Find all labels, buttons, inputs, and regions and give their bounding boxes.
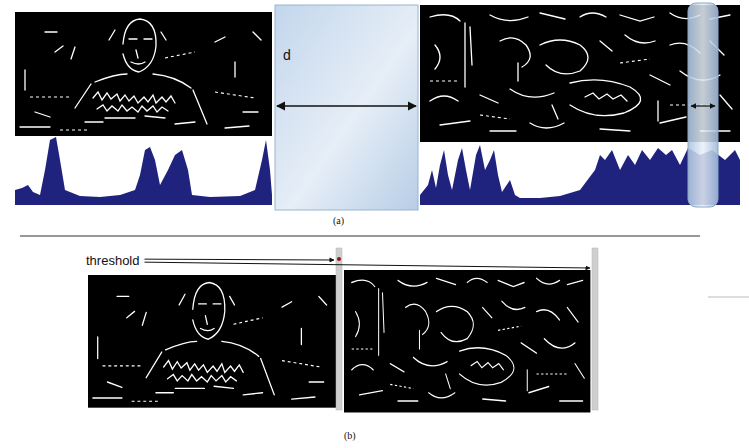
margin-mark [708,297,749,298]
dimension-arrow [277,105,416,106]
dimension-label: d [283,48,291,63]
threshold-bar [592,248,598,410]
leader-arrow [144,262,590,268]
edge-image [344,270,590,412]
leader-arrow [144,259,334,261]
edge-image [88,275,337,408]
panel-a [15,3,740,210]
dimension-arrow [691,105,715,106]
separator [20,236,700,237]
window-bar [688,3,718,207]
gap-region [275,5,418,210]
panel-b [88,248,749,412]
edge-image [15,12,272,136]
threshold-bar [336,248,342,410]
marker-dot [337,257,341,261]
histogram [15,137,272,205]
panel-label: (a) [333,215,344,226]
threshold-label: threshold [86,254,139,268]
panel-label: (b) [344,430,356,441]
